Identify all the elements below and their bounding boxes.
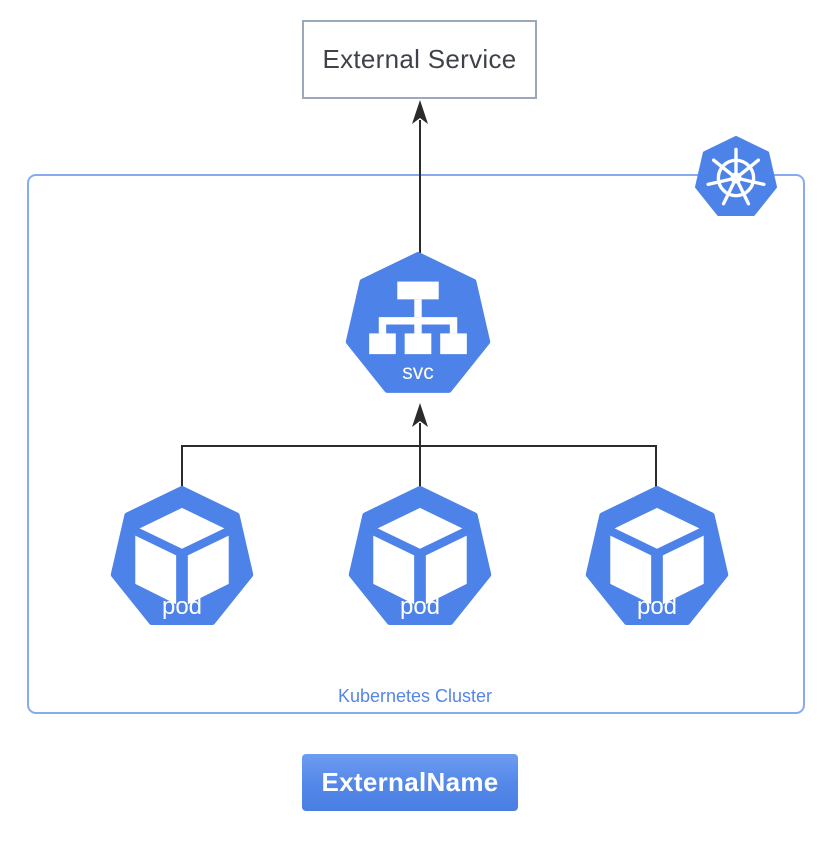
pod-heptagon-icon xyxy=(348,486,492,625)
pod-heptagon-icon xyxy=(585,486,729,625)
pod-node-label: pod xyxy=(636,593,678,620)
kubernetes-logo-icon xyxy=(694,136,778,220)
pod-node: pod xyxy=(109,486,255,632)
cluster-label: Kubernetes Cluster xyxy=(337,686,493,706)
pod-node-label: pod xyxy=(161,593,203,620)
cube-icon xyxy=(373,507,467,605)
pod-node: pod xyxy=(584,486,730,632)
cluster-boundary xyxy=(27,174,805,714)
svc-node-label: svc xyxy=(402,361,434,384)
pod-heptagon-icon xyxy=(110,486,254,625)
pod-node-label: pod xyxy=(399,593,441,620)
externalname-badge: ExternalName xyxy=(302,754,518,811)
externalname-badge-label: ExternalName xyxy=(321,767,499,797)
service-heptagon-icon xyxy=(345,252,491,393)
svc-node: svc xyxy=(344,252,492,400)
cube-icon xyxy=(610,507,704,605)
external-service-box: External Service xyxy=(302,20,537,99)
service-tree-icon xyxy=(369,281,467,355)
pod-node: pod xyxy=(347,486,493,632)
external-service-label: External Service xyxy=(322,44,517,74)
